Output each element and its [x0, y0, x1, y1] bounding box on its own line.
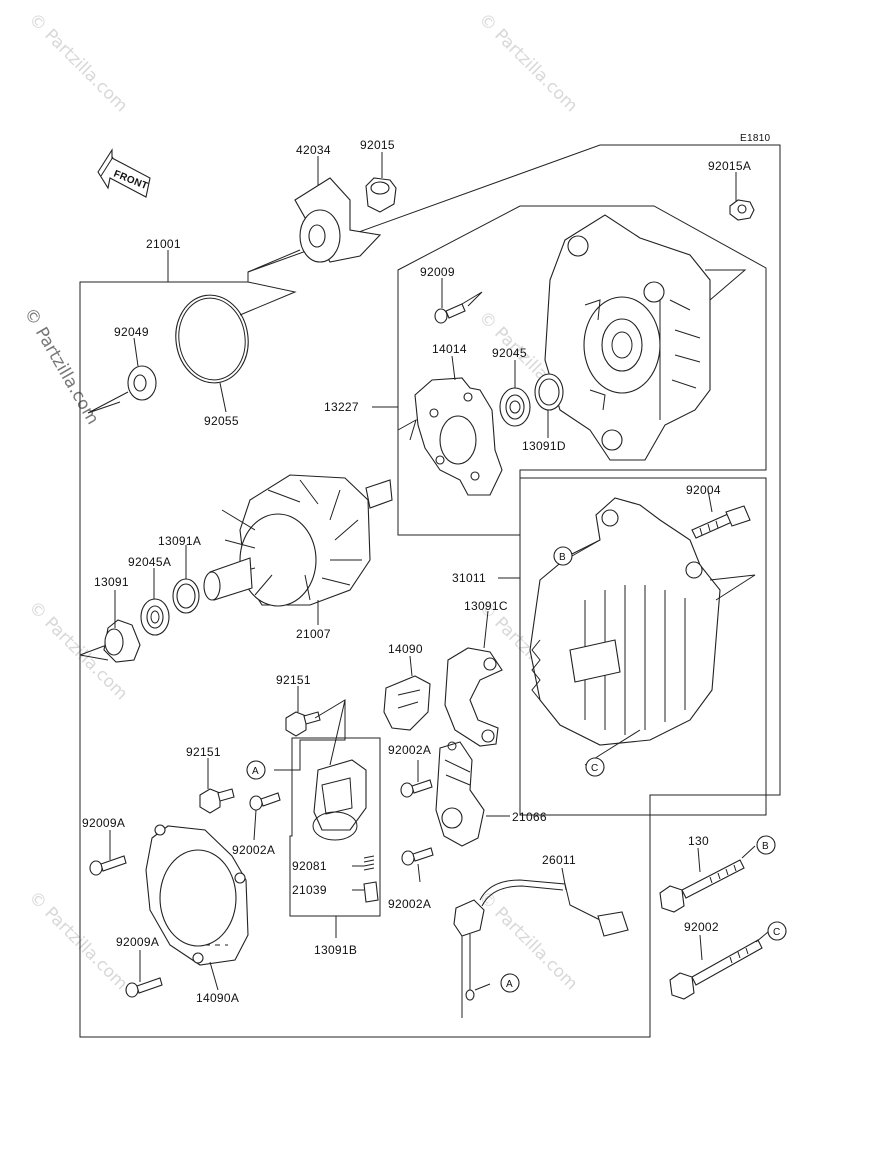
svg-text:A: A	[506, 979, 513, 990]
nut-92015	[365, 177, 397, 213]
spring-92081	[363, 855, 375, 871]
label-92045: 92045	[492, 346, 527, 360]
label-21066: 21066	[512, 810, 547, 824]
screw-92002A-3	[249, 792, 281, 811]
collar-13091D	[534, 373, 564, 411]
brush-21039	[363, 881, 379, 903]
label-14014: 14014	[432, 342, 467, 356]
label-14090A: 14090A	[196, 991, 239, 1005]
label-92055: 92055	[204, 414, 239, 428]
lead-wire-26011	[453, 879, 629, 1018]
label-31011: 31011	[452, 571, 486, 585]
regulator-21066	[435, 741, 485, 847]
label-92151-1: 92151	[276, 673, 311, 687]
watermark-2: © Partzilla.com	[474, 9, 581, 116]
callout-b-2: B	[756, 835, 776, 855]
label-92002A-1: 92002A	[388, 743, 431, 757]
label-92004: 92004	[686, 483, 721, 497]
label-26011: 26011	[542, 853, 576, 867]
brush-set-frame	[289, 737, 381, 917]
callout-c-2: C	[767, 921, 787, 941]
label-13091B: 13091B	[314, 943, 357, 957]
watermark-1: © Partzilla.com	[24, 9, 131, 116]
callout-b-1: B	[553, 546, 573, 566]
screw-92002A-2	[401, 847, 434, 866]
bolt-130	[659, 859, 745, 913]
collar-13091	[79, 619, 141, 663]
label-13091: 13091	[94, 575, 129, 589]
diagram-code: E1810	[740, 133, 771, 144]
callout-c-1: C	[585, 757, 605, 777]
bolt-92002	[669, 939, 763, 1000]
cover-13091C	[444, 647, 503, 747]
bolt-92151-1	[285, 711, 321, 737]
screw-92002A-1	[400, 779, 433, 798]
collar-13091A	[172, 578, 200, 614]
bearing-92049	[87, 365, 157, 414]
label-92015: 92015	[360, 138, 395, 152]
leader-lines	[109, 152, 769, 991]
o-ring-92055	[175, 281, 297, 384]
label-92081: 92081	[292, 859, 327, 873]
callout-a-1: A	[246, 760, 266, 780]
label-13091D: 13091D	[522, 439, 566, 453]
plate-14014	[397, 377, 503, 496]
svg-text:B: B	[559, 552, 566, 563]
label-21039: 21039	[292, 883, 327, 897]
screw-92009A-2	[125, 977, 163, 998]
main-frame	[79, 144, 781, 1038]
svg-text:C: C	[773, 927, 781, 938]
nut-92015A	[729, 199, 755, 221]
bolt-92004	[691, 505, 751, 539]
front-arrow-icon: FRONT	[97, 148, 151, 198]
callout-a-2: A	[500, 973, 520, 993]
svg-text:B: B	[762, 841, 769, 852]
part-labels: 42034 92015 92015A 21001 92049 92055 920…	[82, 138, 751, 1005]
bolt-92151-2	[199, 788, 235, 814]
label-92151-2: 92151	[186, 745, 221, 759]
label-92009: 92009	[420, 265, 455, 279]
front-housing-frame	[519, 477, 767, 816]
label-92002A-3: 92002A	[232, 843, 275, 857]
label-13091C: 13091C	[464, 599, 508, 613]
holder-14090	[383, 675, 431, 731]
rotor-21007	[203, 474, 393, 607]
bearing-92045	[499, 387, 531, 427]
label-14090: 14090	[388, 642, 423, 656]
screw-92009	[434, 291, 483, 324]
label-92009A-1: 92009A	[82, 816, 125, 830]
label-130: 130	[688, 834, 709, 848]
label-92002A-2: 92002A	[388, 897, 431, 911]
label-92002: 92002	[684, 920, 719, 934]
screw-92009A-1	[89, 855, 127, 876]
label-92049: 92049	[114, 325, 149, 339]
label-13091A: 13091A	[158, 534, 201, 548]
label-42034: 42034	[296, 143, 331, 157]
label-92009A-2: 92009A	[116, 935, 159, 949]
label-21007: 21007	[296, 627, 331, 641]
label-13227: 13227	[324, 400, 359, 414]
watermark-7: © Partzilla.com	[474, 887, 581, 994]
rear-housing-13227	[544, 214, 747, 461]
label-92045A: 92045A	[128, 555, 171, 569]
front-housing-31011	[529, 497, 756, 746]
bearing-92045A	[140, 598, 170, 636]
brush-holder	[312, 699, 367, 841]
rear-housing-frame	[397, 205, 767, 536]
watermark-dark: © Partzilla.com	[20, 305, 103, 429]
svg-text:C: C	[591, 763, 599, 774]
label-92015A: 92015A	[708, 159, 751, 173]
svg-text:A: A	[252, 766, 259, 777]
cover-14090A	[145, 824, 249, 966]
label-21001: 21001	[146, 237, 181, 251]
pulley-42034	[247, 177, 382, 273]
